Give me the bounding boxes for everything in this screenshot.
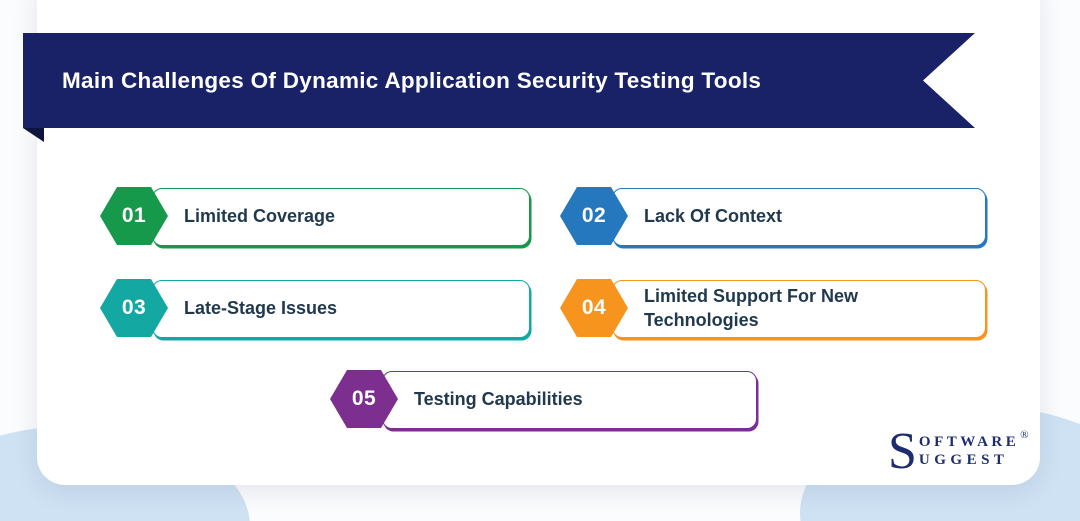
softwaresuggest-logo: S OFTWARE ® UGGEST [888,423,1029,480]
registered-trademark-icon: ® [1020,429,1029,441]
logo-text-column: OFTWARE ® UGGEST [918,429,1029,469]
title-ribbon: Main Challenges Of Dynamic Application S… [23,33,975,128]
challenge-label: Late-Stage Issues [152,280,530,338]
challenge-label: Testing Capabilities [382,371,757,429]
logo-line1: OFTWARE [918,434,1020,450]
logo-big-s: S [888,423,917,480]
challenge-label: Lack Of Context [612,188,986,246]
page-title: Main Challenges Of Dynamic Application S… [62,67,762,93]
challenge-number-badge: 05 [330,370,398,428]
ribbon-fold [23,128,44,142]
logo-line2: UGGEST [918,452,1009,468]
challenge-label: Limited Coverage [152,188,530,246]
challenge-label: Limited Support For New Technologies [612,280,986,338]
